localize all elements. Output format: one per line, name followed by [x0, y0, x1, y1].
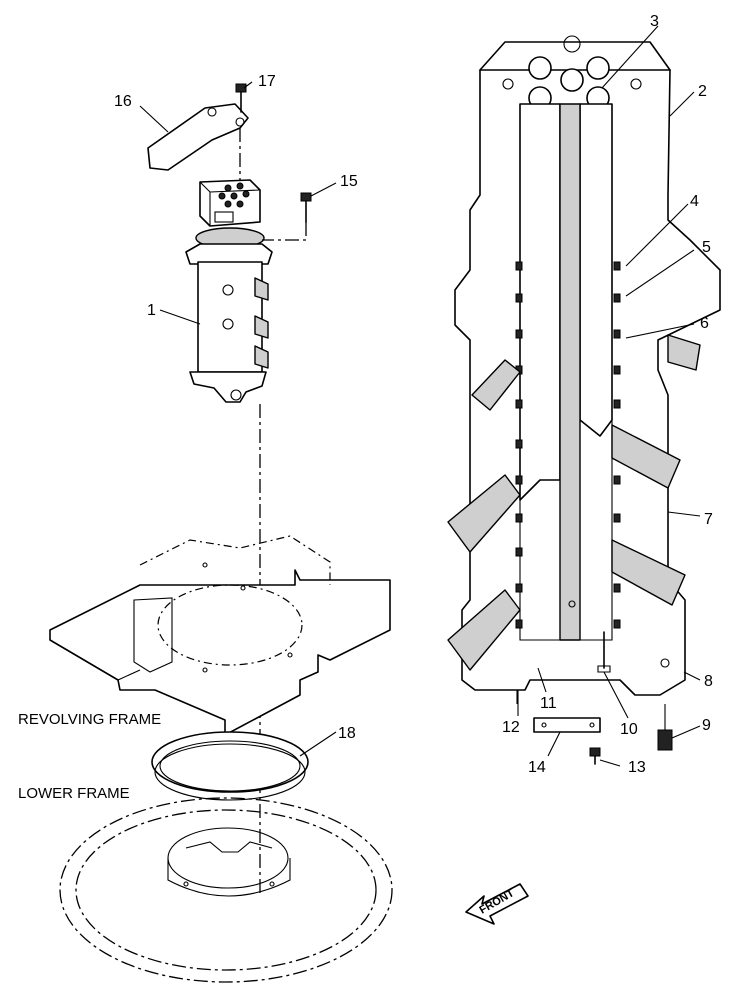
revolving-frame-plate	[49, 535, 391, 736]
part-number-8: 8	[704, 673, 713, 690]
leader-lines	[139, 25, 701, 767]
seal-ring	[151, 731, 309, 801]
part-number-1: 1	[147, 302, 156, 319]
part-number-9: 9	[702, 717, 711, 734]
part-number-13: 13	[628, 759, 646, 776]
swivel-joint-cutaway	[447, 35, 721, 765]
part-number-18: 18	[338, 725, 356, 742]
lower-frame-label: LOWER FRAME	[18, 785, 130, 802]
part-number-5: 5	[702, 239, 711, 256]
front-arrow: FRONT	[465, 883, 529, 925]
part-number-3: 3	[650, 13, 659, 30]
part-number-6: 6	[700, 315, 709, 332]
part-number-15: 15	[340, 173, 358, 190]
part-numbers: 1 2 3 4 5 6 7 8 9 10 11 12 13 14 15 16 1…	[114, 13, 713, 776]
part-number-4: 4	[690, 193, 699, 210]
part-number-14: 14	[528, 759, 546, 776]
part-number-12: 12	[502, 719, 520, 736]
part-number-17: 17	[258, 73, 276, 90]
revolving-frame-label: REVOLVING FRAME	[18, 711, 161, 728]
part-number-11: 11	[540, 695, 557, 712]
part-number-16: 16	[114, 93, 132, 110]
lower-frame	[59, 797, 393, 983]
part-number-7: 7	[704, 511, 713, 528]
part-number-10: 10	[620, 721, 638, 738]
part-number-2: 2	[698, 83, 707, 100]
swivel-joint-assembly-small	[147, 83, 312, 895]
